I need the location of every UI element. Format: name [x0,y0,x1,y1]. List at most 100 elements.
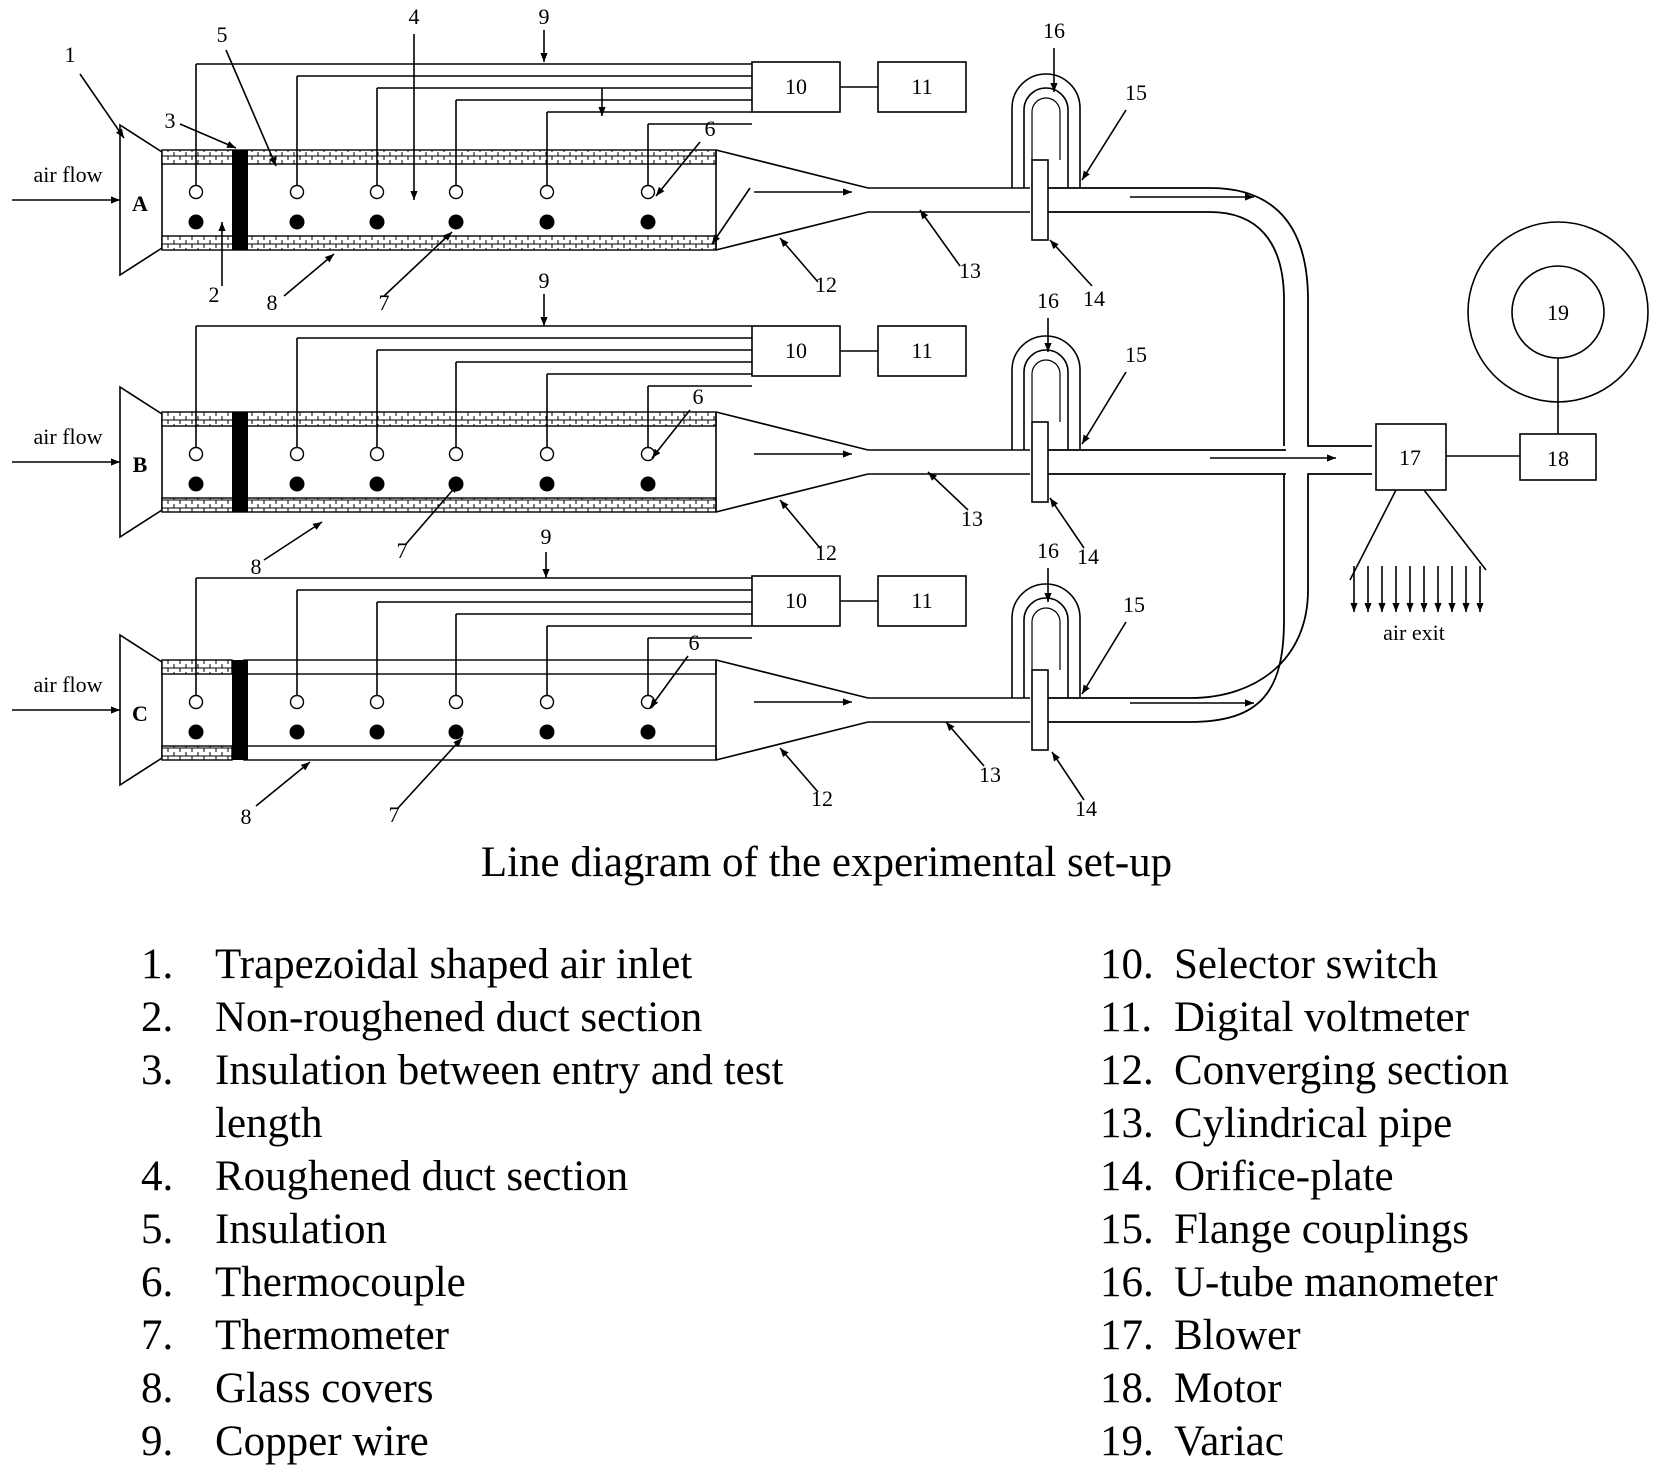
legend-item: 13.Cylindrical pipe [1100,1097,1640,1150]
callout-label: 9 [541,524,552,549]
leader-arrow [649,655,689,709]
callout-label: 6 [693,384,704,409]
exit-pipe [1048,474,1285,723]
legend-item: 12.Converging section [1100,1044,1640,1097]
legend-text: Glass covers [215,1365,434,1412]
thermometer [640,724,656,740]
leader-arrow [779,499,821,549]
callout-label: 14 [1077,544,1099,569]
legend-text: Thermometer [215,1312,450,1359]
thermometer [448,214,464,230]
legend-text: Thermocouple [215,1259,466,1306]
legend-item: 15.Flange couplings [1100,1203,1640,1256]
air-flow-label: air flow [33,162,102,187]
orifice-plate [1031,669,1049,751]
legend-item: 11.Digital voltmeter [1100,991,1640,1044]
thermometer [188,476,204,492]
legend-number: 19. [1100,1418,1154,1465]
legend-number: 17. [1100,1312,1154,1359]
insulation-strip [161,659,233,675]
thermometer [640,476,656,492]
legend-text: Insulation [215,1206,387,1253]
leader-arrow [1081,371,1127,445]
thermometer [448,724,464,740]
air-flow-label: air flow [33,672,102,697]
legend-item: 9.Copper wire [141,1415,841,1468]
thermometer [369,214,385,230]
callout-label: 16 [1043,18,1065,43]
leader-arrow [919,209,961,267]
thermocouple [188,446,204,462]
leader-arrow [945,721,985,767]
thermocouple [448,694,464,710]
callout-label: 7 [379,290,390,315]
selector-switch-label: 10 [785,588,807,613]
voltmeter-box [877,61,967,113]
u-tube-manometer [1031,359,1061,422]
thermometer [289,724,305,740]
legend-item: 7.Thermometer [141,1309,841,1362]
insulation-block [232,150,248,250]
thermometer [289,214,305,230]
converging-section [715,411,869,513]
thermocouple [188,184,204,200]
glass-cover [243,659,717,675]
air-exit-diffuser [1349,489,1397,581]
thermometer [188,214,204,230]
u-tube-manometer [1023,87,1069,188]
voltmeter-label: 11 [911,74,932,99]
legend-text: Insulation between entry and test length [215,1047,784,1147]
legend-item: 17. Blower [1100,1309,1640,1362]
callout-label: 7 [389,802,400,827]
legend-text: Converging section [1174,1047,1509,1094]
leader-arrow [1081,621,1127,695]
legend-number: 14. [1100,1153,1154,1200]
leader-arrow [1049,497,1085,549]
legend-item: 18.Motor [1100,1362,1640,1415]
legend-number: 9. [141,1418,174,1465]
legend-item: 6. Thermocouple [141,1256,841,1309]
callout-label: 16 [1037,288,1059,313]
legend-text: Trapezoidal shaped air inlet [215,941,693,988]
thermocouple [188,694,204,710]
legend-item: 10.Selector switch [1100,938,1640,991]
selector-switch-label: 10 [785,74,807,99]
thermometer [369,724,385,740]
exit-pipe [1048,473,1372,699]
voltmeter-label: 11 [911,338,932,363]
thermocouple [448,184,464,200]
callout-label: 12 [811,786,833,811]
leader-arrow [405,483,459,545]
legend-text: Blower [1174,1312,1301,1359]
duct-letter: C [132,701,148,726]
leader-arrow [263,521,323,561]
legend-text: Variac [1174,1418,1284,1465]
legend-text: Motor [1174,1365,1282,1412]
legend-number: 13. [1100,1100,1154,1147]
thermocouple [640,446,656,462]
leader-arrow [651,409,691,459]
legend-number: 1. [141,941,174,988]
selector-switch-box [751,325,841,377]
callout-label: 7 [397,538,408,563]
thermometer [448,476,464,492]
duct-letter: B [133,452,148,477]
callout-label: 14 [1083,286,1105,311]
leader-arrow [779,747,819,793]
legend-item: 5.Insulation [141,1203,841,1256]
leader-arrow [1081,109,1127,181]
callout-label: 8 [267,290,278,315]
thermometer [369,476,385,492]
leader-arrow [655,141,701,197]
thermometer [289,476,305,492]
callout-label: 8 [241,804,252,829]
thermometer [539,724,555,740]
leader-arrow [1049,239,1093,287]
legend-number: 6. [141,1259,174,1306]
callout-label: 5 [217,22,228,47]
